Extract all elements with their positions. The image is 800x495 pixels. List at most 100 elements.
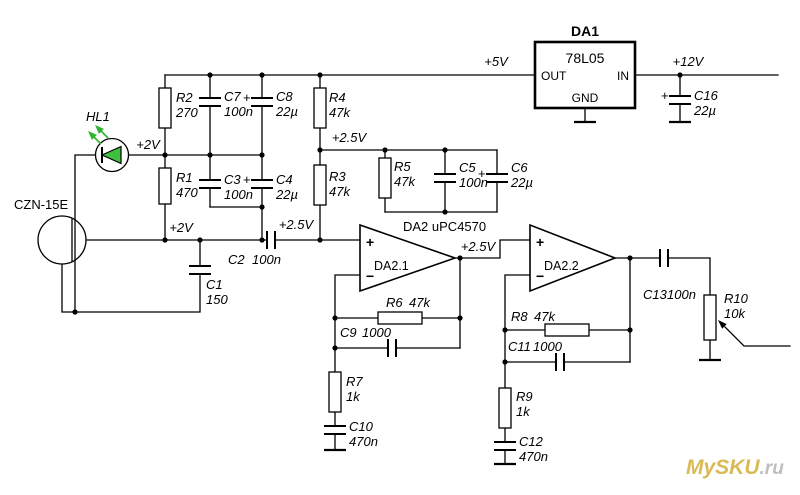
r2-ref: R2 <box>176 90 193 105</box>
c11-ref: C11 <box>508 339 531 354</box>
c2-plates <box>266 231 276 249</box>
c13-val: 100n <box>667 287 696 302</box>
da1-pin-out: OUT <box>541 69 567 83</box>
c12-val: 470n <box>519 449 548 464</box>
junction-dot <box>207 72 213 78</box>
watermark: MySKU.ru <box>686 456 784 479</box>
c4-ref: C4 <box>276 172 293 187</box>
regulator-da1: DA1 78L05 OUT IN GND <box>533 23 637 124</box>
junction-dot <box>317 237 323 243</box>
junction-dot <box>259 204 265 210</box>
capacitor-c10: C10 470n <box>324 419 378 452</box>
da2-1-ref: DA2.1 <box>374 259 409 273</box>
c3-plates <box>199 179 221 189</box>
r10-body <box>703 294 717 341</box>
r3-val: 47k <box>329 184 351 199</box>
r2-body <box>158 87 172 129</box>
c1-val: 150 <box>206 292 228 307</box>
r10-ref: R10 <box>724 291 749 306</box>
c16-plates <box>669 95 691 105</box>
da1-pin-in: IN <box>617 69 629 83</box>
r7-body <box>328 371 342 413</box>
capacitor-c9: C9 1000 <box>334 325 461 357</box>
capacitor-c11: C11 1000 <box>504 339 631 371</box>
c6-plates <box>486 173 508 183</box>
c5-val: 100n <box>459 175 488 190</box>
microphone-czn15e: CZN-15E <box>14 197 87 265</box>
led-arrowhead <box>88 131 97 140</box>
junction-dot <box>162 152 168 158</box>
junction-dot <box>442 147 448 153</box>
da2-1-plus-input: + <box>366 234 374 250</box>
c7-ref: C7 <box>224 89 241 104</box>
net-mic-ground <box>61 263 201 313</box>
capacitor-c5: C5 100n <box>434 149 488 213</box>
r4-val: 47k <box>329 105 351 120</box>
c13-ref: C13 <box>643 287 668 302</box>
resistor-r9: R9 1k <box>498 387 533 443</box>
c2-val: 100n <box>252 252 281 267</box>
da2-2-ref: DA2.2 <box>544 259 579 273</box>
r8-body <box>544 323 590 337</box>
led-hl1: HL1 <box>74 109 130 313</box>
resistor-r5: R5 47k <box>378 149 416 213</box>
c12-plates <box>494 441 516 451</box>
r7-val: 1k <box>346 389 361 404</box>
junction-dot <box>457 255 463 261</box>
net-fb1-left <box>334 274 361 373</box>
da1-part: 78L05 <box>566 50 605 66</box>
da2-2-triangle <box>529 223 618 293</box>
c6-polarity: + <box>478 166 486 181</box>
junction-dot <box>259 72 265 78</box>
led-arrowhead <box>95 125 104 134</box>
capacitor-c6: + C6 22µ <box>478 149 533 213</box>
c10-val: 470n <box>349 434 378 449</box>
resistor-r8: R8 47k <box>504 309 631 337</box>
potentiometer-r10: R10 10k <box>699 291 791 362</box>
c3-val: 100n <box>224 187 253 202</box>
da1-pin-gnd: GND <box>572 91 599 105</box>
led-triangle <box>100 145 122 165</box>
c9-ref: C9 <box>340 325 357 340</box>
watermark-tld: .ru <box>760 458 785 479</box>
mic-ref-label: CZN-15E <box>14 197 69 212</box>
voltage-labels: +5V +12V +2V +2V +2.5V +2.5V +2.5V <box>136 54 704 254</box>
c4-plates <box>251 179 273 189</box>
c8-ref: C8 <box>276 89 293 104</box>
da2-chip-label: DA2 uPC4570 <box>403 219 486 234</box>
r6-ref: R6 <box>386 295 403 310</box>
da2-1-minus-input: − <box>366 268 374 284</box>
junction-dot <box>317 147 323 153</box>
c16-polarity: + <box>661 88 669 103</box>
capacitor-c7: C7 100n <box>199 74 253 156</box>
c11-plates <box>555 353 565 371</box>
c9-val: 1000 <box>362 325 392 340</box>
c4-val: 22µ <box>275 187 298 202</box>
r10-val: 10k <box>724 306 746 321</box>
led-leads <box>74 154 96 313</box>
label-2v-mic: +2V <box>169 220 194 235</box>
da1-ref: DA1 <box>571 23 599 39</box>
r10-wiper-line <box>724 326 791 347</box>
da2-1-triangle <box>359 223 458 293</box>
c4-polarity: + <box>243 172 251 187</box>
capacitor-c12: C12 470n <box>494 434 548 466</box>
r1-ref: R1 <box>176 170 193 185</box>
junction-dot <box>677 72 683 78</box>
resistor-r2: R2 270 <box>158 74 198 156</box>
resistor-r3: R3 47k <box>313 149 351 241</box>
opamp-da2-2: + − DA2.2 <box>529 223 618 293</box>
junction-dot <box>442 209 448 215</box>
junction-dot <box>162 237 168 243</box>
junction-dot <box>382 147 388 153</box>
junction-dot <box>502 359 508 365</box>
net-output <box>614 257 711 296</box>
resistor-r6: R6 47k <box>334 295 461 325</box>
capacitor-c16: + C16 22µ <box>661 74 719 124</box>
junction-dot <box>317 72 323 78</box>
c3-ref: C3 <box>224 172 241 187</box>
c1-ref: C1 <box>206 277 223 292</box>
c5-ref: C5 <box>459 160 476 175</box>
c5-plates <box>434 173 456 183</box>
label-5v: +5V <box>484 54 509 69</box>
